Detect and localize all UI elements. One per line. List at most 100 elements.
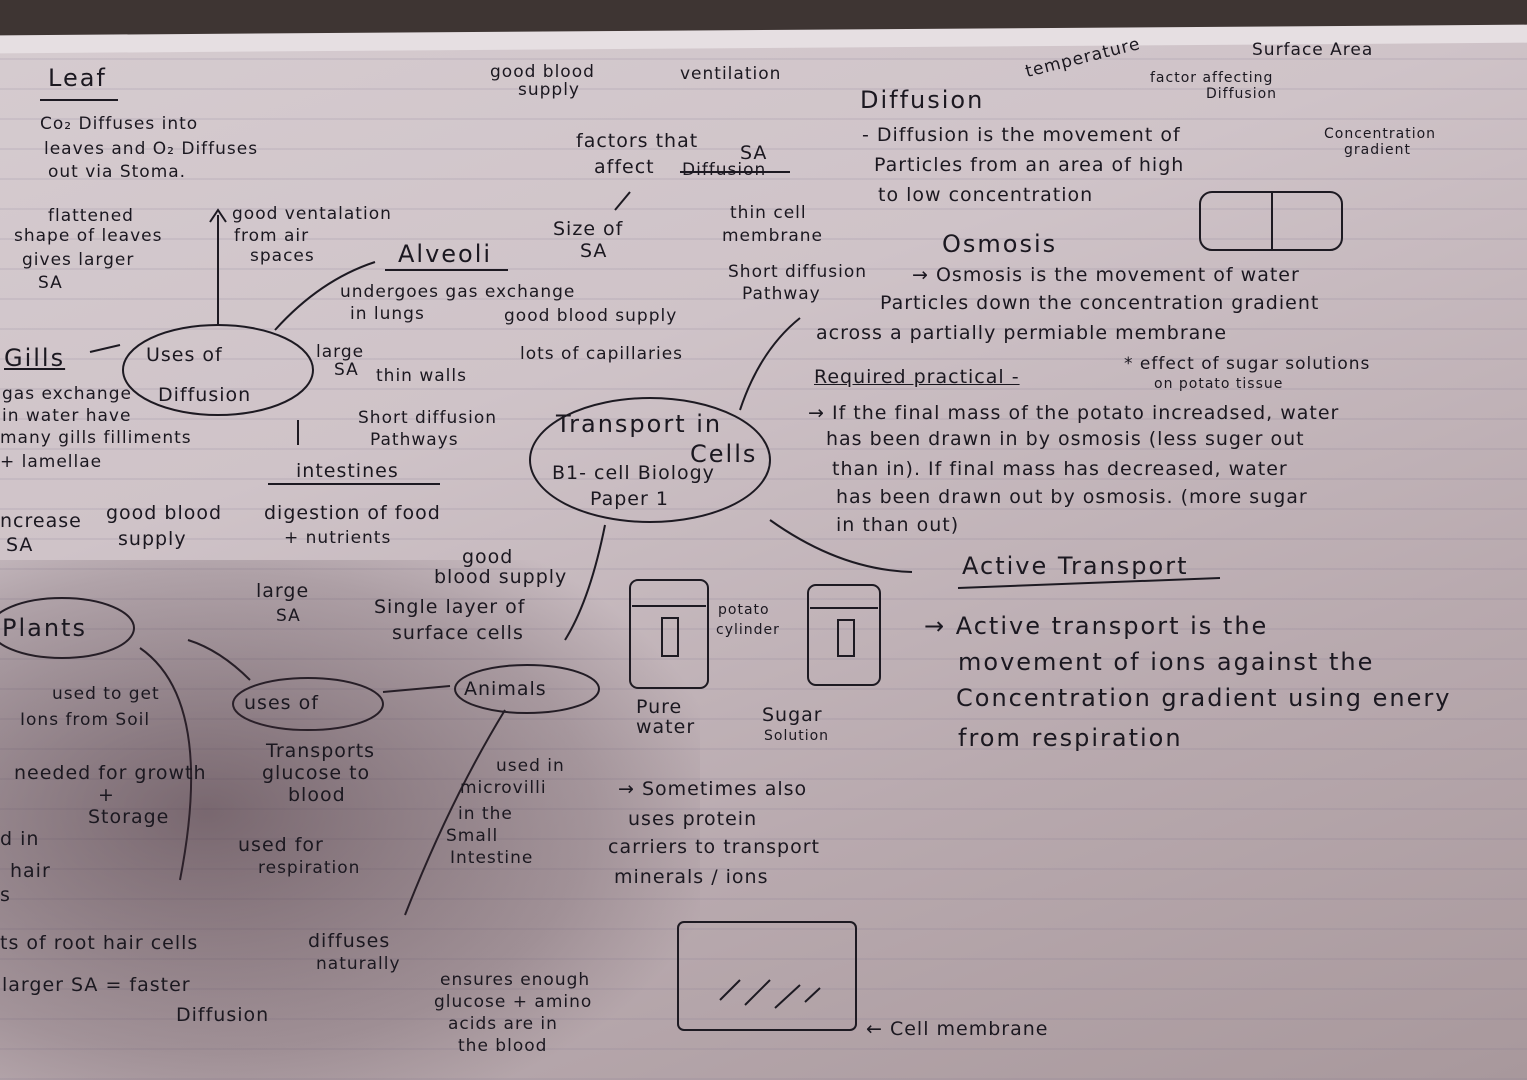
alveoli-blood: good blood supply <box>504 306 678 326</box>
leaf-title: Leaf <box>48 64 107 92</box>
active-def-4: from respiration <box>958 724 1183 752</box>
factor-size-2: SA <box>580 240 608 262</box>
intestines-blood-1: good <box>462 546 514 568</box>
active-def-1: → Active transport is the <box>924 612 1269 640</box>
leaf-vent-2: from air <box>234 226 310 246</box>
plants-fragment-2: hair <box>10 860 51 882</box>
animals-ensures-2: glucose + amino <box>434 992 593 1012</box>
center-title-1: Transport in <box>556 410 723 438</box>
animals-diffuses-2: naturally <box>316 954 401 974</box>
arrow-center-to-active <box>769 519 913 573</box>
leaf-vent-3: spaces <box>250 246 315 266</box>
alveoli-text-1: undergoes gas exchange <box>340 282 576 302</box>
potato-cylinder-right <box>837 619 855 657</box>
leaf-text-3: out via Stoma. <box>48 162 187 182</box>
diffusion-factor-1: factor affecting <box>1150 70 1274 86</box>
practical-text-2: has been drawn in by osmosis (less suger… <box>826 428 1305 450</box>
practical-text-4: has been drawn out by osmosis. (more sug… <box>836 486 1308 508</box>
diffusion-concentration-2: gradient <box>1344 142 1411 158</box>
practical-note-1: * effect of sugar solutions <box>1124 354 1371 374</box>
factor-size-1: Size of <box>553 218 624 240</box>
arrow-bubble-to-gills <box>89 344 121 353</box>
intestines-large-1: large <box>256 580 310 602</box>
animals-resp-1: used for <box>238 834 324 856</box>
gills-blood-1: good blood <box>106 502 223 524</box>
practical-text-5: in than out) <box>836 514 960 536</box>
active-def-3: Concentration gradient using enery <box>956 684 1452 712</box>
intestines-single-2: surface cells <box>392 622 524 644</box>
factors-sa-insert: SA <box>740 142 768 164</box>
factor-short-1: Short diffusion <box>728 262 868 282</box>
animals-transports-3: blood <box>288 784 346 806</box>
arrow-uses-to-animals <box>382 685 451 693</box>
alveoli-short-1: Short diffusion <box>358 408 498 428</box>
gills-increase-1: ncrease <box>0 510 82 532</box>
plants-need-1: needed for growth <box>14 762 207 784</box>
potato-cylinder-left <box>661 617 679 657</box>
beaker-pure-water <box>629 579 709 689</box>
practical-text-3: than in). If final mass has decreased, w… <box>832 458 1288 480</box>
plants-fragment-3: s <box>0 884 11 906</box>
active-title: Active Transport <box>962 552 1189 580</box>
diffusion-def-1: - Diffusion is the movement of <box>862 124 1181 146</box>
animals-diffuses-1: diffuses <box>308 930 391 952</box>
factor-thin-1: thin cell <box>730 203 807 223</box>
uses-diffusion-1: Uses of <box>146 344 223 366</box>
diffusion-factor-2: Diffusion <box>1206 86 1278 102</box>
alveoli-large-2: SA <box>334 360 359 380</box>
arrow-center-to-animals <box>564 524 606 641</box>
arrow-center-to-diffusion <box>739 317 801 411</box>
osmosis-def-3: across a partially permiable membrane <box>816 322 1228 344</box>
practical-text-1: → If the final mass of the potato increa… <box>808 402 1340 424</box>
animals-villi-1: used in <box>496 756 565 776</box>
plants-need-3: Storage <box>88 806 170 828</box>
plants-title: Plants <box>2 614 87 642</box>
animals-villi-5: Intestine <box>450 848 534 868</box>
transport-in-cells-bubble <box>529 397 771 523</box>
active-cell-membrane: ← Cell membrane <box>866 1018 1049 1040</box>
plants-used-2: Ions from Soil <box>20 710 151 730</box>
practical-note-2: on potato tissue <box>1154 376 1284 392</box>
osmosis-def-1: → Osmosis is the movement of water <box>912 264 1300 286</box>
intestines-title: intestines <box>296 460 399 482</box>
diffusion-surface-area: Surface Area <box>1252 40 1374 60</box>
alveoli-text-2: in lungs <box>350 304 425 324</box>
plants-root-hair: ts of root hair cells <box>0 932 199 954</box>
beaker-sugar-solution <box>807 584 881 686</box>
leaf-flat-3: gives larger <box>22 250 135 270</box>
arrow-factors-down <box>614 191 631 211</box>
animals-resp-2: respiration <box>258 858 361 878</box>
center-title-2: Cells <box>690 440 758 468</box>
diffusion-title: Diffusion <box>860 86 985 114</box>
alveoli-thin: thin walls <box>376 366 467 386</box>
factors-struck-word: Diffusion <box>682 160 767 180</box>
gills-text-4: + lamellae <box>0 452 103 472</box>
cell-membrane-box <box>677 921 857 1031</box>
arrow-bubble-to-alveoli <box>274 261 376 331</box>
animals-ensures-3: acids are in <box>448 1014 558 1034</box>
factor-ventilation: ventilation <box>680 64 782 84</box>
osmosis-def-2: Particles down the concentration gradien… <box>880 292 1320 314</box>
osmosis-title: Osmosis <box>942 230 1058 258</box>
plants-fragment-1: d in <box>0 828 40 850</box>
gills-title: Gills <box>4 344 66 372</box>
animals-ensures-4: the blood <box>458 1036 548 1056</box>
active-proteins-1: → Sometimes also <box>618 778 808 800</box>
beaker-pure-2: water <box>636 716 696 738</box>
alveoli-short-2: Pathways <box>370 430 459 450</box>
beaker-sugar-1: Sugar <box>762 704 823 726</box>
beaker-sugar-2: Solution <box>764 728 830 744</box>
animals-transports-1: Transports <box>266 740 376 762</box>
animals-villi-4: Small <box>446 826 499 846</box>
factors-title-1: factors that <box>576 130 699 152</box>
arrow-bubble-to-leaf <box>209 208 227 325</box>
active-proteins-4: minerals / ions <box>614 866 769 888</box>
gills-text-2: in water have <box>2 406 132 426</box>
diffusion-def-3: to low concentration <box>878 184 1094 206</box>
intestines-text-2: + nutrients <box>284 528 392 548</box>
intestines-large-2: SA <box>276 606 301 626</box>
intestines-text-1: digestion of food <box>264 502 441 524</box>
factor-good-blood-2: supply <box>518 80 580 100</box>
arrow-uses-to-plants <box>187 639 251 681</box>
